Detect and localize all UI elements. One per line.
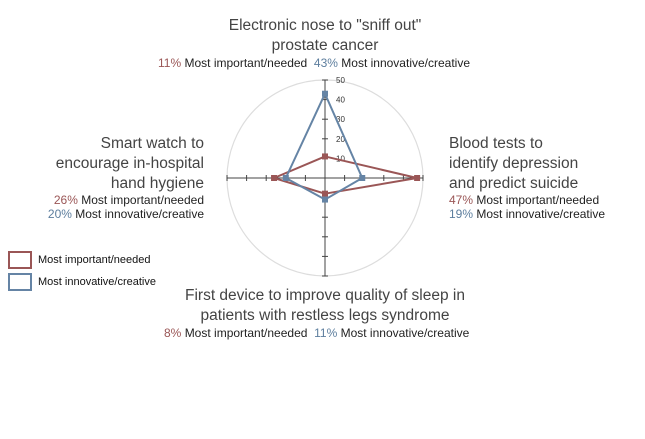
value-label-important: 26%	[53, 193, 78, 207]
legend-text-important: Most important/needed	[476, 193, 600, 207]
legend-item-innovative: Most innovative/creative	[8, 273, 156, 291]
category-label-smart-watch: Smart watch to encourage in-hospital han…	[20, 134, 204, 194]
legend-label-innovative: Most innovative/creative	[38, 276, 156, 288]
legend-text-innovative: Most innovative/creative	[476, 207, 606, 221]
category-label-line: Smart watch to	[100, 135, 204, 152]
legend-swatch-innovative	[8, 273, 32, 291]
category-label-sleep-device: First device to improve quality of sleep…	[170, 286, 480, 326]
category-label-line: prostate cancer	[271, 37, 379, 54]
value-label-important: 47%	[449, 193, 474, 207]
value-label-innovative: 19%	[449, 207, 474, 221]
value-label-row-blood-important: 47% Most important/needed	[449, 193, 599, 208]
legend-item-important: Most important/needed	[8, 251, 151, 269]
category-label-line: and predict suicide	[449, 175, 579, 192]
value-label-innovative: 11%	[314, 326, 338, 340]
series-marker-innovative	[359, 175, 366, 181]
category-label-line: Electronic nose to "sniff out"	[228, 17, 422, 34]
radial-tick-label: 30	[336, 115, 345, 124]
series-layer	[271, 90, 421, 203]
legend-label-important: Most important/needed	[38, 254, 151, 266]
category-label-blood-tests: Blood tests to identify depression and p…	[449, 134, 578, 194]
value-labels-sleep-device: 8% Most important/needed 11% Most innova…	[164, 326, 469, 341]
series-polygon-innovative	[284, 92, 364, 201]
series-marker-innovative	[282, 175, 289, 181]
legend-text-innovative: Most innovative/creative	[340, 326, 470, 340]
category-label-line: Blood tests to	[449, 135, 543, 152]
legend-text-important: Most important/needed	[81, 193, 204, 207]
series-marker-innovative	[322, 90, 328, 97]
series-marker-important	[322, 190, 328, 197]
category-label-line: hand hygiene	[110, 175, 204, 192]
legend-swatch-important	[8, 251, 32, 269]
value-label-row-watch-important: 26% Most important/needed	[54, 193, 204, 208]
value-label-row-blood-innovative: 19% Most innovative/creative	[449, 207, 605, 222]
radial-tick-label: 40	[336, 96, 345, 105]
value-labels-electronic-nose: 11% Most important/needed 43% Most innov…	[158, 56, 470, 71]
category-label-line: encourage in-hospital	[55, 155, 204, 172]
series-marker-important	[271, 175, 278, 181]
series-marker-important	[322, 153, 328, 160]
legend-text-important: Most important/needed	[184, 326, 308, 340]
series-marker-innovative	[322, 196, 328, 203]
radial-tick-label: 50	[336, 76, 345, 85]
radial-tick-labels: 10 20 30 40 50	[336, 76, 345, 163]
radial-tick-label: 20	[336, 135, 345, 144]
category-label-line: patients with restless legs syndrome	[200, 307, 450, 324]
legend-text-important: Most important/needed	[184, 56, 308, 70]
value-label-innovative: 20%	[47, 207, 72, 221]
radial-tick-label: 10	[336, 154, 345, 163]
legend-text-innovative: Most innovative/creative	[341, 56, 471, 70]
series-marker-important	[414, 175, 421, 181]
value-label-important: 8%	[164, 326, 182, 340]
category-label-line: identify depression	[449, 155, 579, 172]
category-label-line: First device to improve quality of sleep…	[185, 287, 465, 304]
legend-text-innovative: Most innovative/creative	[75, 207, 204, 221]
value-label-innovative: 43%	[313, 56, 338, 70]
category-label-electronic-nose: Electronic nose to "sniff out" prostate …	[200, 16, 450, 56]
value-label-important: 11%	[158, 56, 182, 70]
value-label-row-watch-innovative: 20% Most innovative/creative	[48, 207, 204, 222]
